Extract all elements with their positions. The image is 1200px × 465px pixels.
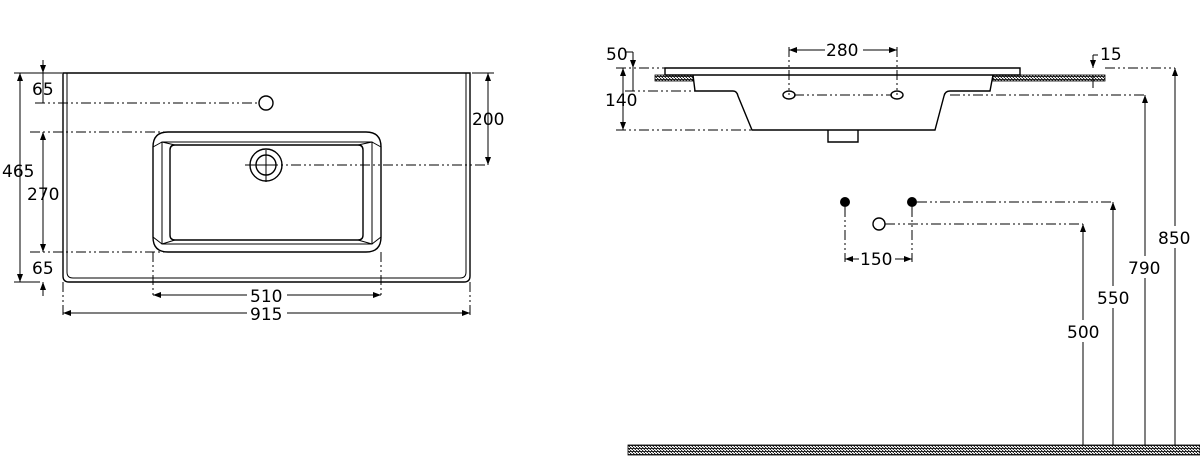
basin-profile (664, 67, 1021, 131)
countertop-outline (62, 72, 471, 283)
dim-supply-height: 550 (1097, 289, 1129, 309)
dim-top-thickness: 50 (606, 45, 628, 65)
bowl-outer (152, 131, 382, 253)
dim-waste-height: 500 (1067, 323, 1099, 343)
dim-rim-thickness: 15 (1100, 45, 1122, 65)
side-view: 50 140 280 15 150 500 550 790 850 (605, 41, 1200, 456)
top-view: 465 65 270 65 200 510 915 (2, 60, 504, 325)
dim-bowl-height: 140 (605, 91, 637, 111)
dim-tap-hole-offset: 65 (32, 80, 54, 100)
dim-total-width: 915 (250, 305, 282, 325)
dim-front-offset: 65 (32, 259, 54, 279)
dim-total-depth: 465 (2, 162, 34, 182)
wall-hatch-right (992, 74, 1106, 82)
dim-overflow-height: 790 (1128, 259, 1160, 279)
supply-point-left-icon (840, 197, 850, 207)
supply-point-right-icon (907, 197, 917, 207)
dim-supply-spacing: 150 (860, 250, 892, 270)
floor-hatch (627, 444, 1200, 456)
tap-hole-icon (258, 95, 274, 111)
dim-bowl-width: 510 (250, 287, 282, 307)
dim-overflow-spacing: 280 (826, 41, 858, 61)
wall-hatch-left (654, 74, 694, 82)
dim-drain-offset: 200 (472, 110, 504, 130)
waste-point-icon (872, 217, 886, 231)
countertop-inner-edge (66, 73, 467, 279)
bowl-mid (161, 141, 373, 245)
dim-bowl-depth: 270 (27, 185, 59, 205)
dim-top-height: 850 (1158, 229, 1190, 249)
